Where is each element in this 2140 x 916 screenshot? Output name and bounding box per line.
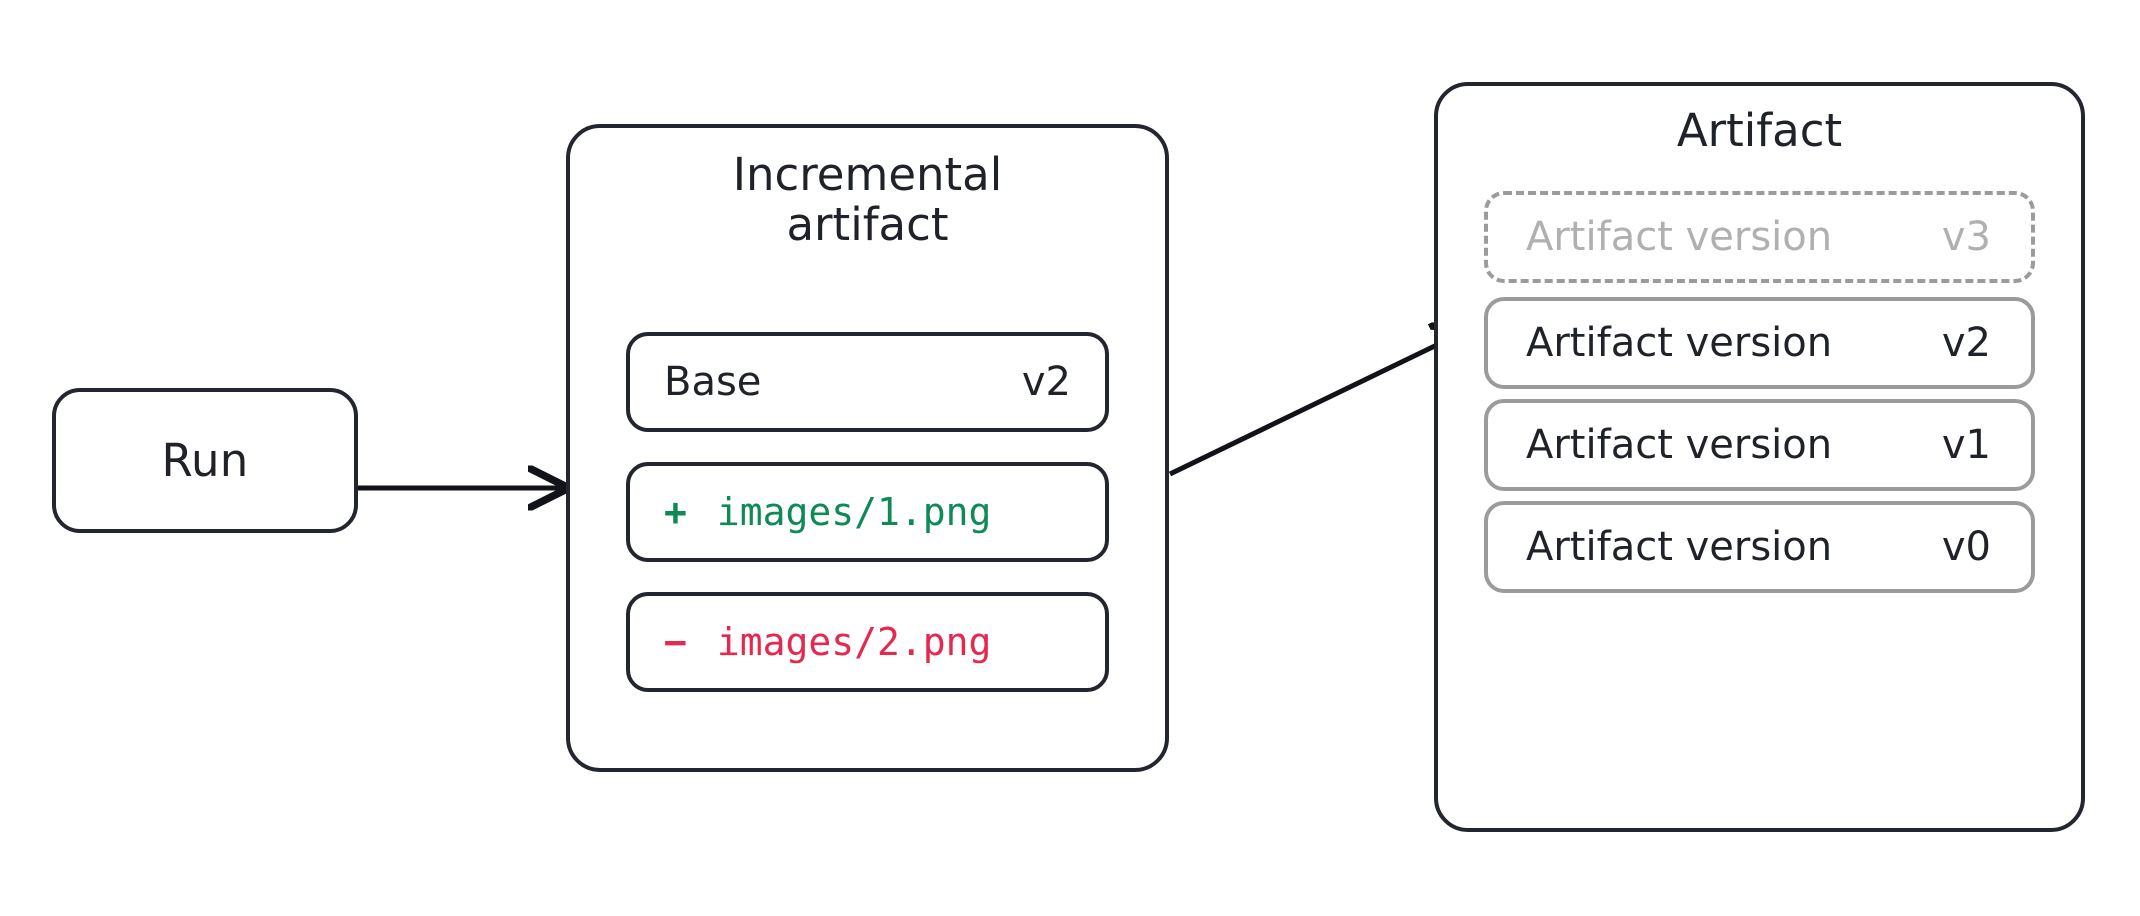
- incremental-added-file-path: images/1.png: [716, 490, 992, 534]
- artifact-version-row-v1[interactable]: Artifact version v1: [1484, 399, 2035, 491]
- artifact-version-label-v1: Artifact version: [1526, 422, 1833, 468]
- incremental-base-version: v2: [1021, 359, 1071, 405]
- minus-icon: −: [664, 620, 687, 664]
- artifact-version-list: Artifact version v3 Artifact version v2 …: [1484, 191, 2035, 593]
- incremental-removed-file-path: images/2.png: [716, 620, 992, 664]
- incremental-artifact-title: Incremental artifact: [732, 148, 1003, 252]
- incremental-removed-file-row[interactable]: − images/2.png: [626, 592, 1109, 692]
- artifact-version-value-v2: v2: [1941, 320, 1991, 366]
- artifact-version-value-v1: v1: [1941, 422, 1991, 468]
- artifact-version-value-v3: v3: [1941, 214, 1991, 260]
- artifact-version-label-v0: Artifact version: [1526, 524, 1833, 570]
- incremental-artifact-rows: Base v2 + images/1.png − images/2.png: [626, 332, 1109, 692]
- run-node-label: Run: [161, 434, 249, 487]
- artifact-title: Artifact: [1676, 104, 1843, 157]
- artifact-version-row-v2[interactable]: Artifact version v2: [1484, 297, 2035, 389]
- artifact-version-row-v3[interactable]: Artifact version v3: [1484, 191, 2035, 283]
- edge-incremental-to-artifact: [1168, 328, 1472, 477]
- incremental-base-row[interactable]: Base v2: [626, 332, 1109, 432]
- artifact-version-label-v2: Artifact version: [1526, 320, 1833, 366]
- run-node[interactable]: Run: [52, 388, 358, 533]
- incremental-added-file-row[interactable]: + images/1.png: [626, 462, 1109, 562]
- artifact-version-value-v0: v0: [1941, 524, 1991, 570]
- incremental-artifact-node[interactable]: Incremental artifact Base v2 + images/1.…: [566, 124, 1169, 772]
- artifact-version-label-v3: Artifact version: [1526, 214, 1833, 260]
- artifact-node[interactable]: Artifact Artifact version v3 Artifact ve…: [1434, 82, 2085, 832]
- artifact-version-row-v0[interactable]: Artifact version v0: [1484, 501, 2035, 593]
- incremental-base-label: Base: [664, 359, 762, 405]
- plus-icon: +: [664, 490, 687, 534]
